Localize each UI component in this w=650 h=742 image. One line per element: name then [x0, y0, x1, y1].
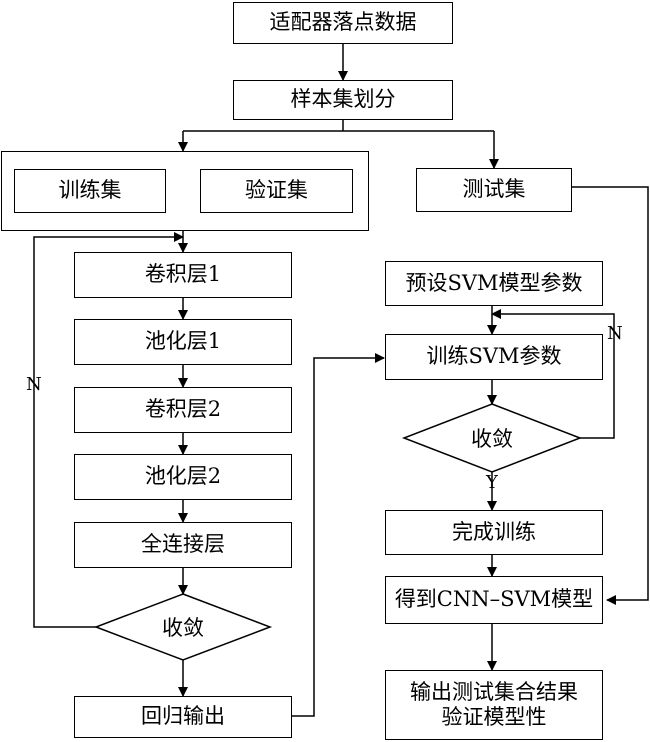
validation-set-box: 验证集	[200, 169, 353, 213]
training-complete-box: 完成训练	[385, 510, 603, 555]
svm-converge-diamond	[401, 403, 583, 473]
conv-layer-1-box: 卷积层1	[74, 252, 292, 298]
edge-svm-no-loop	[491, 309, 615, 439]
pool-layer-1-box: 池化层1	[74, 319, 292, 365]
input-data-box: 适配器落点数据	[233, 2, 453, 44]
svm-yes-label: Y	[486, 472, 498, 493]
svm-converge-label: 收敛	[471, 427, 513, 451]
edge-test-to-get-model	[572, 186, 649, 605]
cnn-converge-label: 收敛	[162, 616, 204, 640]
sample-split-box: 样本集划分	[233, 80, 453, 120]
train-set-box: 训练集	[14, 169, 166, 213]
conv-layer-2-box: 卷积层2	[74, 387, 292, 433]
test-set-box: 测试集	[416, 168, 572, 212]
pool-layer-2-box: 池化层2	[74, 454, 292, 500]
cnn-no-label: N	[26, 374, 42, 395]
edge-cnn-no-loop	[33, 232, 184, 628]
train-val-frame	[1, 151, 369, 231]
cnn-converge-diamond	[93, 593, 273, 661]
get-cnn-svm-model-box: 得到CNN–SVM模型	[385, 576, 603, 624]
edge-regression-to-train-svm	[292, 353, 385, 717]
svm-no-label: N	[607, 323, 623, 344]
regression-output-box: 回归输出	[74, 696, 292, 738]
preset-svm-params-box: 预设SVM模型参数	[385, 261, 603, 306]
output-results-box: 输出测试集合结果 验证模型性	[385, 670, 603, 740]
train-svm-params-box: 训练SVM参数	[385, 334, 603, 380]
fully-connected-box: 全连接层	[74, 522, 292, 568]
